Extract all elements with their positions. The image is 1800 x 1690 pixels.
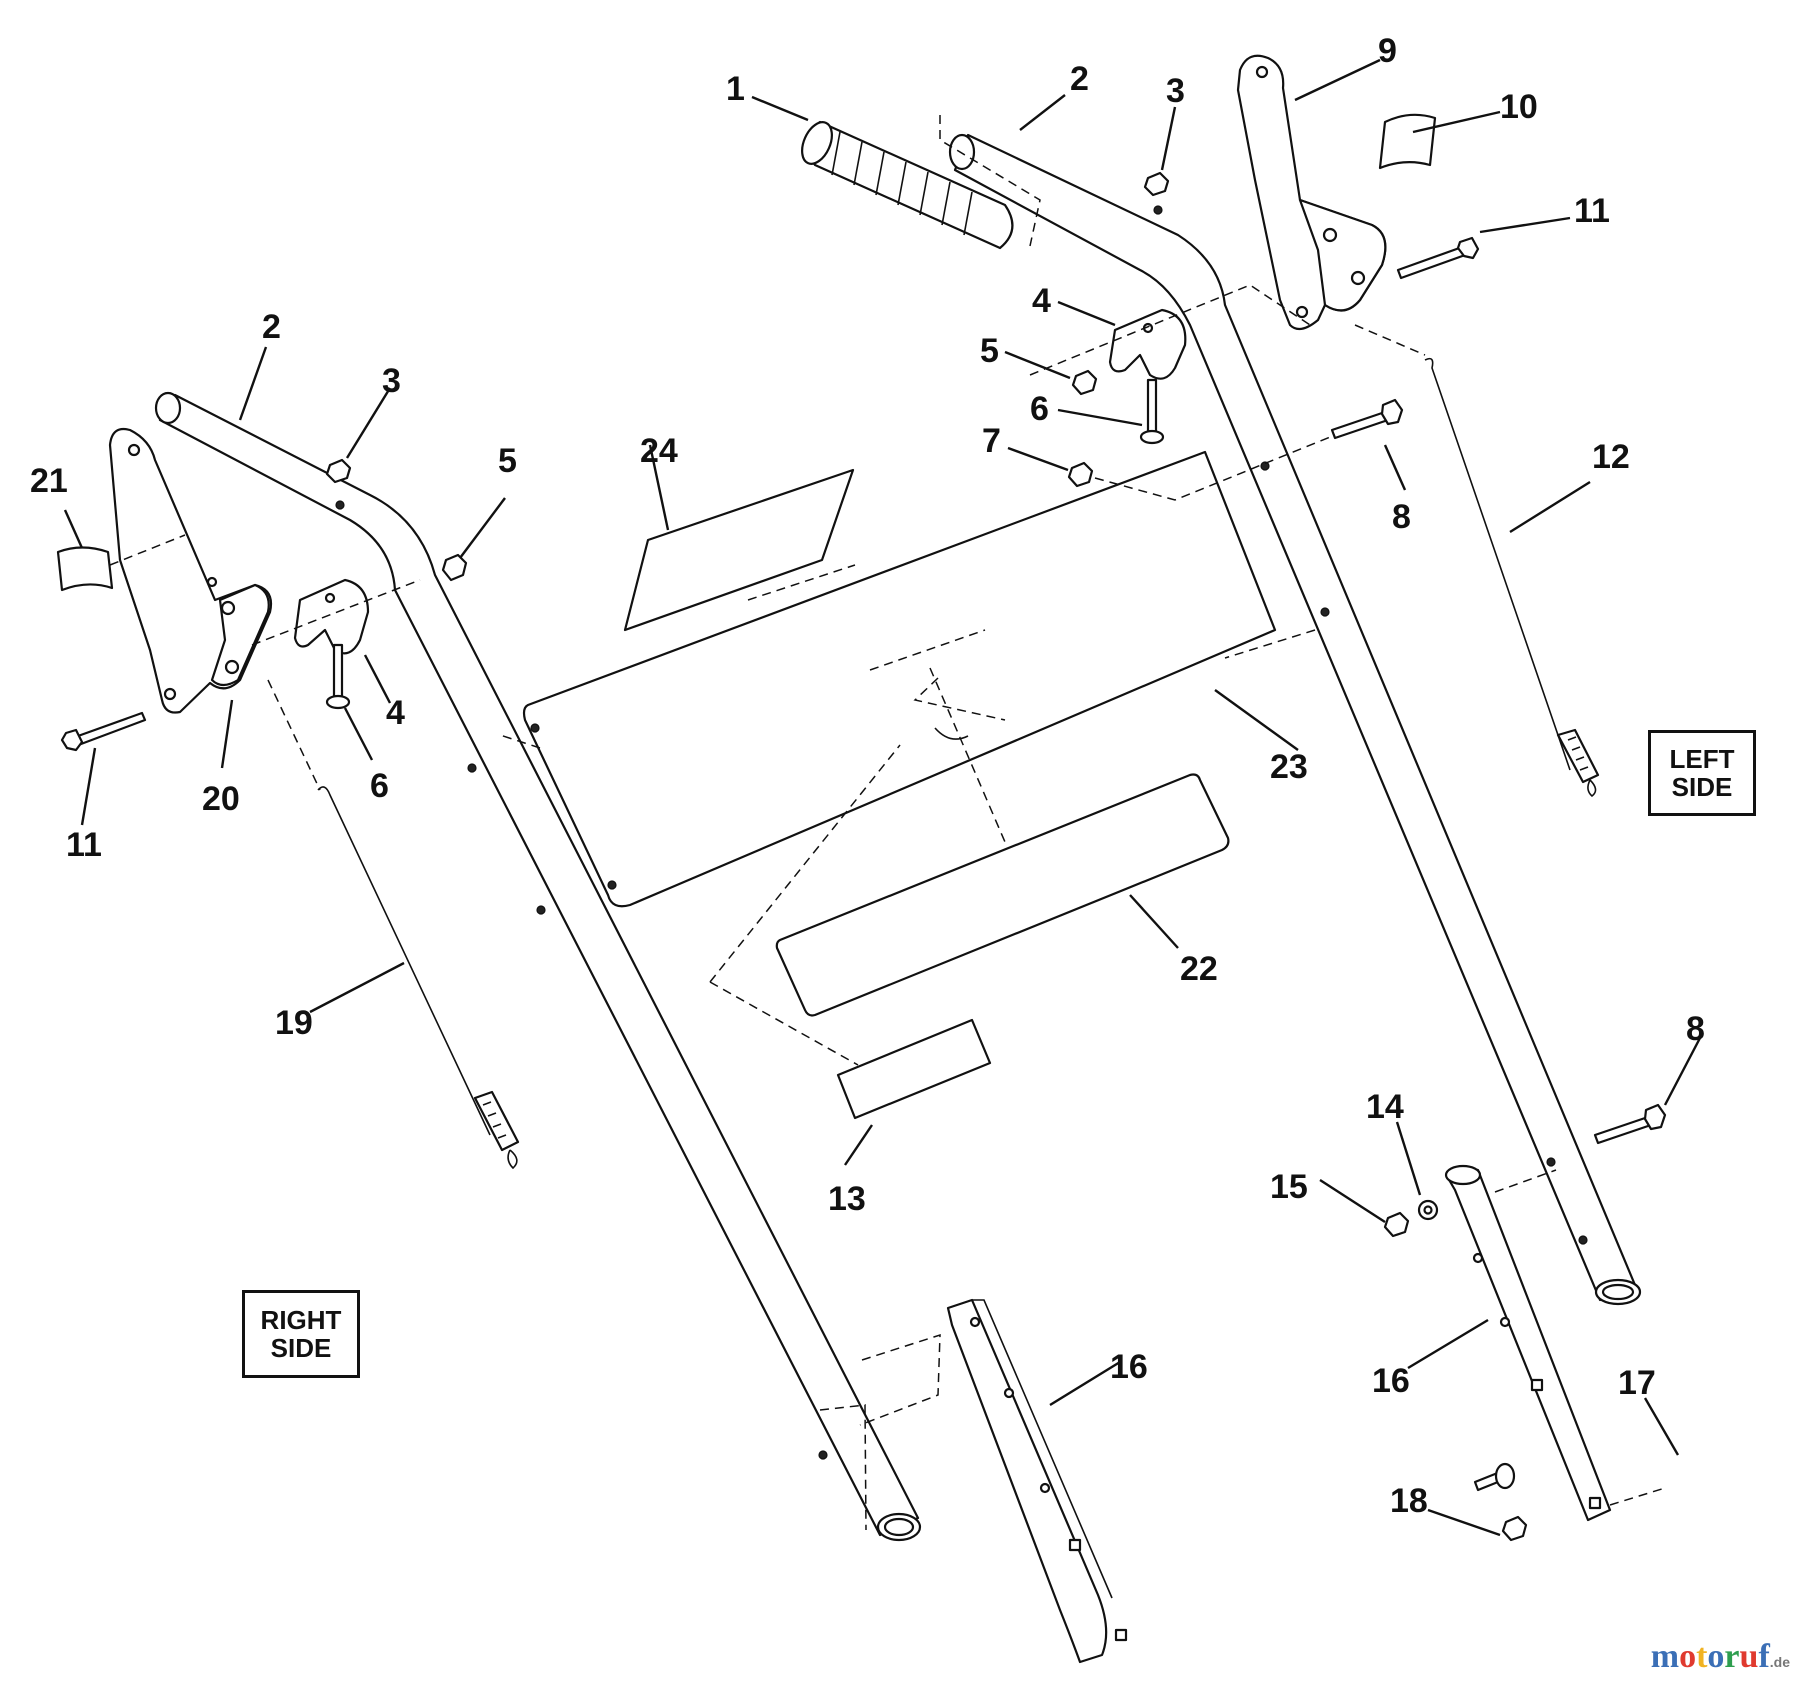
callout-numbers: 1 2 3 9 10 11 4 5 6 7 8 12 2 3 5 21 11 2…: [30, 32, 1705, 1520]
left-handle-tube-bottom-inner: [1601, 1283, 1635, 1301]
watermark-letter: o: [1707, 1638, 1725, 1675]
motoruf-watermark: motoruf.de: [1651, 1638, 1790, 1676]
callout-3: 3: [1166, 72, 1185, 110]
callout-3b: 3: [382, 362, 401, 400]
right-side-label: RIGHT SIDE: [242, 1290, 360, 1378]
console-panel: [522, 450, 1277, 908]
callout-24: 24: [640, 432, 678, 470]
watermark-letter: o: [1679, 1638, 1697, 1675]
left-side-label-line2: SIDE: [1671, 772, 1733, 802]
callout-20: 20: [202, 780, 240, 818]
callout-12: 12: [1592, 438, 1630, 476]
callout-2: 2: [1070, 60, 1089, 98]
leader-lines: [63, 58, 1702, 1537]
callout-5b: 5: [498, 442, 517, 480]
watermark-letter: u: [1739, 1638, 1759, 1675]
watermark-letter: f: [1758, 1638, 1770, 1675]
callout-16: 16: [1372, 1362, 1410, 1400]
callout-4b: 4: [386, 694, 405, 732]
lower-bracket-right: [946, 1298, 1128, 1664]
callout-4: 4: [1032, 282, 1051, 320]
tube-holes: [335, 205, 1588, 1460]
clip-10: [1378, 113, 1437, 170]
watermark-letters: motoruf: [1651, 1638, 1770, 1675]
callout-19: 19: [275, 1004, 313, 1042]
callout-6b: 6: [370, 767, 389, 805]
callout-2b: 2: [262, 308, 281, 346]
console-panel-notch: [934, 727, 969, 740]
right-side-plate: [108, 427, 273, 714]
right-side-label-line2: SIDE: [270, 1333, 332, 1363]
watermark-suffix: .de: [1769, 1654, 1790, 1670]
left-side-label: LEFT SIDE: [1648, 730, 1756, 816]
lower-bracket-left: [1444, 1164, 1612, 1522]
decal-13: [836, 1018, 992, 1120]
callout-21: 21: [30, 462, 68, 500]
flange-bolt: [1473, 1462, 1516, 1492]
callout-16b: 16: [1110, 1348, 1148, 1386]
left-clamp: [1108, 308, 1187, 380]
bolts-vertical: [325, 378, 1165, 710]
callout-14: 14: [1366, 1088, 1404, 1126]
left-side-label-line1: LEFT: [1669, 744, 1735, 774]
left-plate-bracket: [1298, 198, 1387, 312]
callout-22: 22: [1180, 950, 1218, 988]
nuts: [325, 171, 1528, 1542]
right-handle-tube-bottom-inner: [883, 1517, 915, 1537]
bolts-diagonal: [1330, 398, 1667, 1145]
callout-11: 11: [1574, 192, 1610, 230]
right-handle-tube: [158, 393, 920, 1537]
callout-10: 10: [1500, 88, 1538, 126]
callout-17: 17: [1618, 1364, 1656, 1402]
callout-11b: 11: [66, 826, 102, 864]
alignment-lines: [109, 284, 1666, 1531]
watermark-letter: m: [1650, 1638, 1680, 1675]
left-plate-holes: [1255, 65, 1366, 319]
watermark-letter: r: [1724, 1638, 1740, 1675]
handle-grip: [801, 120, 1014, 250]
callout-18: 18: [1390, 1482, 1428, 1520]
callout-8: 8: [1392, 498, 1411, 536]
callout-1: 1: [726, 70, 745, 108]
control-rod-left: [1424, 357, 1600, 798]
callout-7: 7: [982, 422, 1001, 460]
callout-5: 5: [980, 332, 999, 370]
clip-21: [56, 546, 114, 592]
callout-15: 15: [1270, 1168, 1308, 1206]
watermark-letter: t: [1696, 1638, 1708, 1675]
control-rod-right: [317, 786, 520, 1170]
grip-alignment-box: [939, 115, 1041, 247]
long-bolts: [60, 236, 1480, 752]
right-side-label-line1: RIGHT: [260, 1305, 342, 1335]
decal-24: [623, 468, 855, 632]
callout-9: 9: [1378, 32, 1397, 70]
callout-13: 13: [828, 1180, 866, 1218]
right-plate-holes: [127, 443, 240, 701]
callout-8b: 8: [1686, 1010, 1705, 1048]
callout-6: 6: [1030, 390, 1049, 428]
right-clamp: [293, 578, 370, 655]
left-handle-tube-end: [948, 133, 976, 171]
decal-22: [775, 773, 1230, 1017]
right-handle-tube-end: [154, 391, 182, 425]
callout-23: 23: [1270, 748, 1308, 786]
